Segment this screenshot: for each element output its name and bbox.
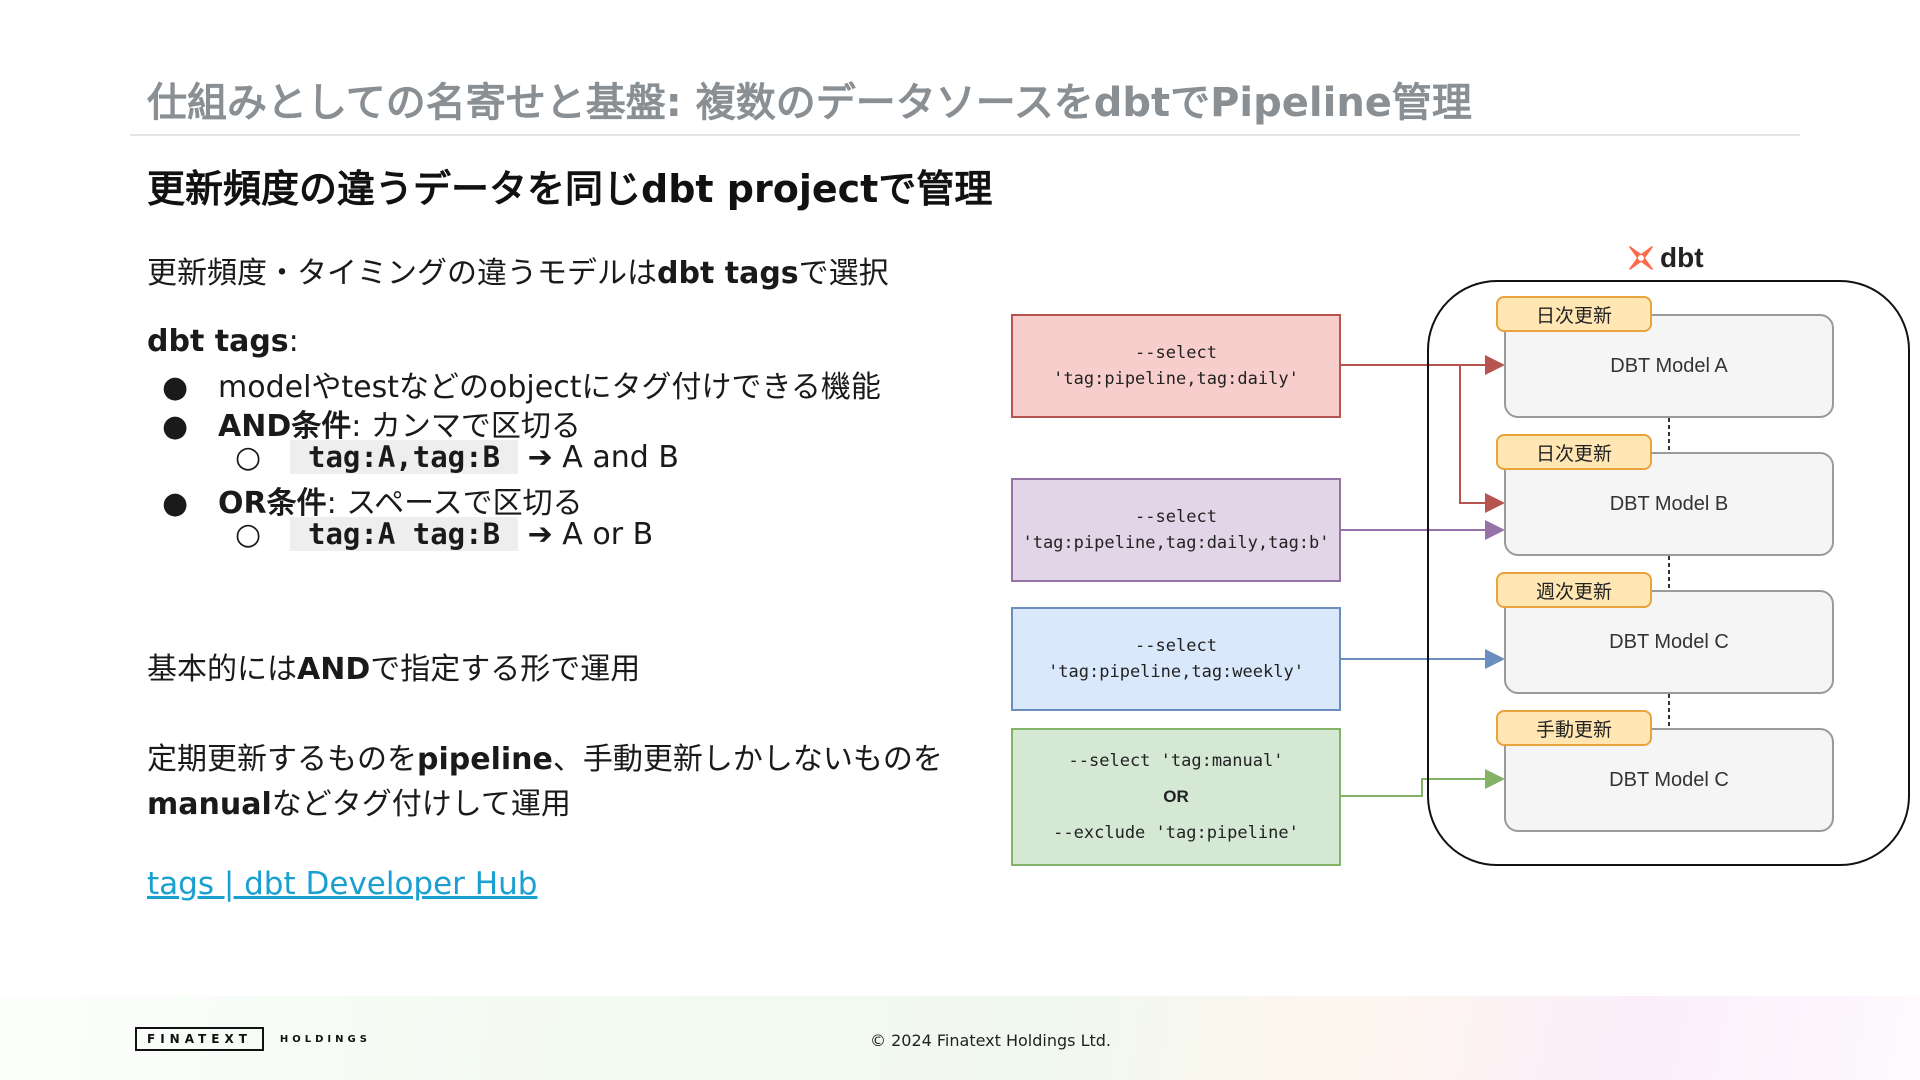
selector-weekly: --select 'tag:pipeline,tag:weekly' (1011, 607, 1341, 711)
model-label: DBT Model A (1610, 354, 1728, 377)
selector-line1: --select (1135, 507, 1217, 527)
basic-suffix: で指定する形で運用 (370, 652, 641, 687)
bullet3-rest: : スペースで区切る (326, 486, 583, 521)
finatext-logo-main: FINATEXT (135, 1027, 264, 1051)
connector-arrows (1340, 355, 1670, 797)
finatext-logo-sub: HOLDINGS (279, 1033, 371, 1045)
model-label: DBT Model C (1609, 630, 1729, 653)
freq-tag-manual: 手動更新 (1496, 710, 1652, 746)
regular-prefix: 定期更新するものを (147, 742, 417, 777)
bullet2-bold: AND条件 (218, 409, 352, 444)
freq-tag-weekly: 週次更新 (1496, 572, 1652, 608)
sub-marker: ○ (235, 517, 262, 552)
sub1-rest: ➔ A and B (527, 440, 679, 475)
basic-bold: AND (297, 652, 371, 687)
sub2-rest: ➔ A or B (527, 517, 654, 552)
manual-bold: manual (147, 787, 272, 822)
selector-line2: --exclude 'tag:pipeline' (1053, 823, 1299, 843)
bullet3-bold: OR条件 (218, 486, 327, 521)
bullet2-rest: : カンマで区切る (351, 409, 581, 444)
copyright-text: © 2024 Finatext Holdings Ltd. (870, 1031, 1111, 1050)
tags-heading-colon: : (288, 324, 299, 359)
code-and-example: tag:A,tag:B (290, 440, 519, 474)
selector-daily-b: --select 'tag:pipeline,tag:daily,tag:b' (1011, 478, 1341, 582)
finatext-logo: FINATEXT HOLDINGS (135, 1027, 371, 1051)
intro-text: 更新頻度・タイミングの違うモデルはdbt tagsで選択 (147, 248, 889, 292)
dbt-project-frame (1427, 280, 1910, 866)
bullet-object-tagging: ● modelやtestなどのobjectにタグ付けできる機能 (162, 362, 881, 406)
title-divider (130, 134, 1800, 136)
selector-line1: --select (1135, 636, 1217, 656)
arrow-manual-to-model-c (1340, 769, 1505, 797)
bullet-and-condition: ● AND条件: カンマで区切る (162, 401, 581, 445)
sub-bullet-or-example: ○ tag:A tag:B ➔ A or B (235, 517, 653, 552)
dbt-tag-diagram: --select 'tag:pipeline,tag:daily' --sele… (1000, 240, 1920, 880)
bullet-marker: ● (162, 486, 189, 521)
selector-or: OR (1163, 787, 1189, 806)
model-label: DBT Model C (1609, 768, 1729, 791)
basic-prefix: 基本的には (147, 652, 297, 687)
bullet-or-condition: ● OR条件: スペースで区切る (162, 478, 583, 522)
basic-usage-text: 基本的にはANDで指定する形で運用 (147, 644, 640, 688)
manual-usage-text: manualなどタグ付けして運用 (147, 779, 571, 823)
selector-line1: --select (1135, 343, 1217, 363)
bullet1-text: modelやtestなどのobjectにタグ付けできる機能 (218, 370, 881, 405)
sub-bullet-and-example: ○ tag:A,tag:B ➔ A and B (235, 440, 679, 475)
selector-line2: 'tag:pipeline,tag:weekly' (1048, 662, 1304, 682)
freq-tag-daily-b: 日次更新 (1496, 434, 1652, 470)
freq-tag-daily-a: 日次更新 (1496, 296, 1652, 332)
selector-line1: --select 'tag:manual' (1068, 751, 1284, 771)
selector-line2: 'tag:pipeline,tag:daily,tag:b' (1022, 533, 1330, 553)
tags-heading: dbt tags: (147, 324, 299, 359)
selector-daily: --select 'tag:pipeline,tag:daily' (1011, 314, 1341, 418)
tags-heading-bold: dbt tags (147, 324, 289, 359)
regular-usage-text: 定期更新するものをpipeline、手動更新しかしないものを (147, 734, 943, 778)
bullet-marker: ● (162, 409, 189, 444)
intro-prefix: 更新頻度・タイミングの違うモデルは (147, 256, 657, 291)
slide-title: 仕組みとしての名寄せと基盤: 複数のデータソースをdbtでPipeline管理 (147, 80, 1472, 126)
dbt-logo-icon (1629, 246, 1653, 270)
dbt-logo: dbt (1626, 242, 1704, 274)
selector-manual: --select 'tag:manual' OR --exclude 'tag:… (1011, 728, 1341, 866)
model-label: DBT Model B (1609, 492, 1729, 515)
intro-suffix: で選択 (798, 256, 889, 291)
footer-band (0, 996, 1920, 1080)
slide-subtitle: 更新頻度の違うデータを同じdbt projectで管理 (147, 167, 993, 211)
regular-bold: pipeline (417, 742, 553, 777)
selector-line2: 'tag:pipeline,tag:daily' (1053, 369, 1299, 389)
bullet-marker: ● (162, 370, 189, 405)
manual-suffix: などタグ付けして運用 (271, 787, 571, 822)
code-or-example: tag:A tag:B (290, 517, 519, 551)
intro-bold: dbt tags (657, 256, 799, 291)
sub-marker: ○ (235, 440, 262, 475)
dbt-logo-text: dbt (1660, 242, 1704, 273)
arrow-daily-to-model-b (1459, 365, 1505, 513)
regular-suffix: 、手動更新しかしないものを (552, 742, 943, 777)
dbt-tags-doc-link[interactable]: tags | dbt Developer Hub (147, 866, 538, 902)
